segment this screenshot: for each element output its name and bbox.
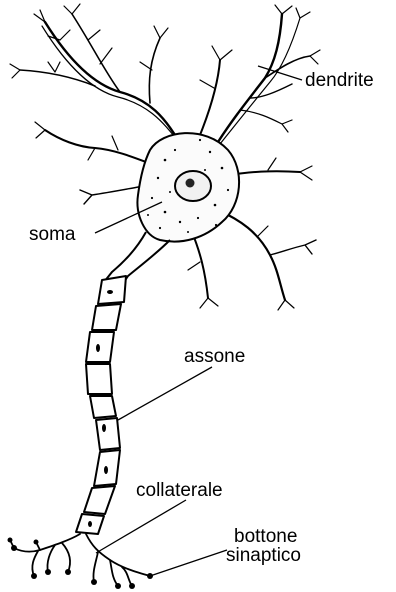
label-bottone-line1: bottone — [234, 526, 297, 547]
label-collaterale: collaterale — [136, 480, 223, 501]
leader-collaterale — [96, 500, 186, 553]
axon-myelin — [76, 276, 126, 534]
synaptic-boutons — [8, 538, 154, 590]
label-assone: assone — [184, 346, 245, 367]
label-dendrite: dendrite — [305, 70, 374, 91]
leader-assone — [118, 367, 212, 420]
axon-terminals — [10, 534, 150, 586]
nucleus — [175, 171, 211, 201]
leader-bottone — [150, 550, 227, 576]
label-soma: soma — [29, 224, 76, 245]
label-bottone-line2: sinaptico — [226, 545, 301, 566]
